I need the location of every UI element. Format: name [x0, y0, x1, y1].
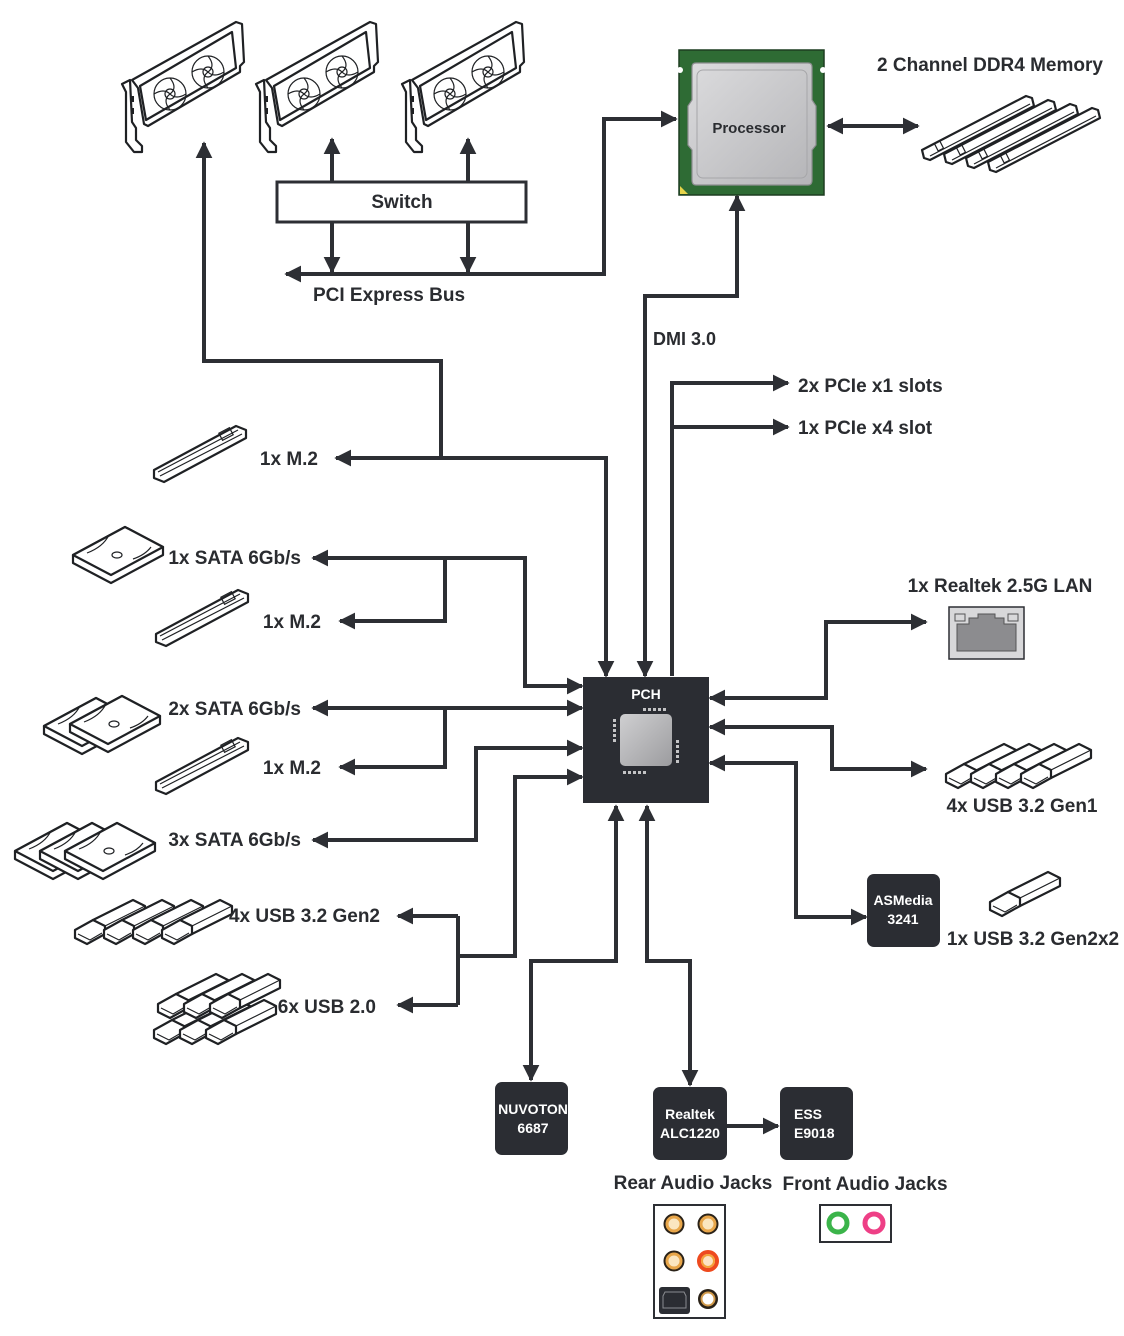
pch-die	[620, 714, 672, 766]
processor-label: Processor	[712, 120, 786, 137]
nuvoton-line1: NUVOTON	[498, 1101, 568, 1117]
wire-realtek	[638, 804, 699, 1087]
rear-audio-label: Rear Audio Jacks	[614, 1173, 773, 1194]
pcie-x1-label: 2x PCIe x1 slots	[798, 376, 943, 397]
asmedia-line1: ASMedia	[873, 892, 932, 908]
connection-wires	[195, 110, 928, 1135]
pcie-bus-label: PCI Express Bus	[313, 285, 465, 306]
rear-audio-panel	[653, 1204, 726, 1319]
usb-20-label: 6x USB 2.0	[278, 997, 376, 1018]
sata-drive-group-2	[42, 694, 162, 756]
usb-gen2-label: 4x USB 3.2 Gen2	[229, 906, 380, 927]
graphics-card-icon	[254, 20, 380, 154]
front-audio-label: Front Audio Jacks	[782, 1174, 947, 1195]
wire-pcie-x1	[670, 374, 790, 676]
cpu-heatspreader	[687, 62, 817, 186]
wire-usb-left	[458, 768, 584, 958]
m2-top-label: 1x M.2	[260, 449, 318, 470]
usb-gen2x2-label: 1x USB 3.2 Gen2x2	[947, 929, 1119, 950]
asmedia-line2: 3241	[887, 911, 918, 927]
audio-jack-green	[826, 1211, 850, 1235]
graphics-card-icon	[400, 20, 526, 154]
sata2-label: 2x SATA 6Gb/s	[168, 699, 301, 720]
wire-dmi	[636, 194, 746, 678]
nuvoton-line2: 6687	[517, 1120, 548, 1136]
sata-drive-icon	[71, 525, 165, 585]
realtek-line1: Realtek	[665, 1106, 715, 1122]
pcie-x4-label: 1x PCIe x4 slot	[798, 418, 933, 439]
processor: Processor	[677, 49, 826, 196]
graphics-card-icon	[120, 20, 246, 154]
lan-label: 1x Realtek 2.5G LAN	[908, 576, 1093, 597]
usb-20-group	[152, 972, 282, 1046]
sata1-label: 1x SATA 6Gb/s	[168, 548, 301, 569]
dmi-label: DMI 3.0	[653, 329, 716, 349]
pch-label: PCH	[631, 686, 661, 702]
ess-line2: E9018	[794, 1125, 835, 1141]
realtek-audio-chip: Realtek ALC1220	[653, 1087, 727, 1160]
realtek-line2: ALC1220	[660, 1125, 720, 1141]
wire-usb-gen1	[708, 718, 928, 778]
wire-lan	[708, 613, 928, 707]
usb-drive-icon	[988, 870, 1062, 918]
wire-m2-b	[338, 708, 447, 776]
wire-m2-top	[334, 449, 615, 678]
m2-a-label: 1x M.2	[263, 612, 321, 633]
usb-gen1-group	[944, 742, 1093, 790]
m2-ssd-icon	[154, 588, 250, 648]
usb-gen2-group	[73, 898, 234, 946]
asmedia-chip: ASMedia 3241	[867, 874, 940, 947]
switch-label: Switch	[371, 192, 432, 213]
memory-label: 2 Channel DDR4 Memory	[877, 55, 1103, 76]
usb-gen1-label: 4x USB 3.2 Gen1	[946, 796, 1097, 817]
wire-sata3	[311, 739, 584, 849]
ess-dac-chip: ESS E9018	[780, 1087, 853, 1160]
wire-pcie-bus	[284, 110, 678, 283]
wire-m2-a	[338, 558, 447, 630]
gpu-group	[120, 20, 526, 154]
m2-ssd-icon	[152, 424, 248, 484]
wire-asmedia	[708, 754, 868, 926]
ethernet-port-icon	[948, 606, 1025, 660]
memory-modules	[920, 94, 1102, 174]
nuvoton-chip: NUVOTON 6687	[495, 1082, 568, 1155]
ess-line1: ESS	[794, 1106, 822, 1122]
wire-nuvoton	[522, 804, 625, 1082]
audio-jack-pink	[862, 1211, 886, 1235]
pcie-switch: Switch	[275, 180, 528, 224]
sata-drive-group-3	[13, 821, 157, 881]
wire-pcie-gpu1	[195, 141, 443, 458]
optical-spdif-icon	[659, 1287, 690, 1314]
sata3-label: 3x SATA 6Gb/s	[168, 830, 301, 851]
wire-sata1	[311, 549, 584, 695]
front-audio-panel	[819, 1204, 892, 1243]
m2-ssd-icon	[154, 736, 250, 796]
pch-chip: PCH	[583, 677, 709, 803]
m2-b-label: 1x M.2	[263, 758, 321, 779]
